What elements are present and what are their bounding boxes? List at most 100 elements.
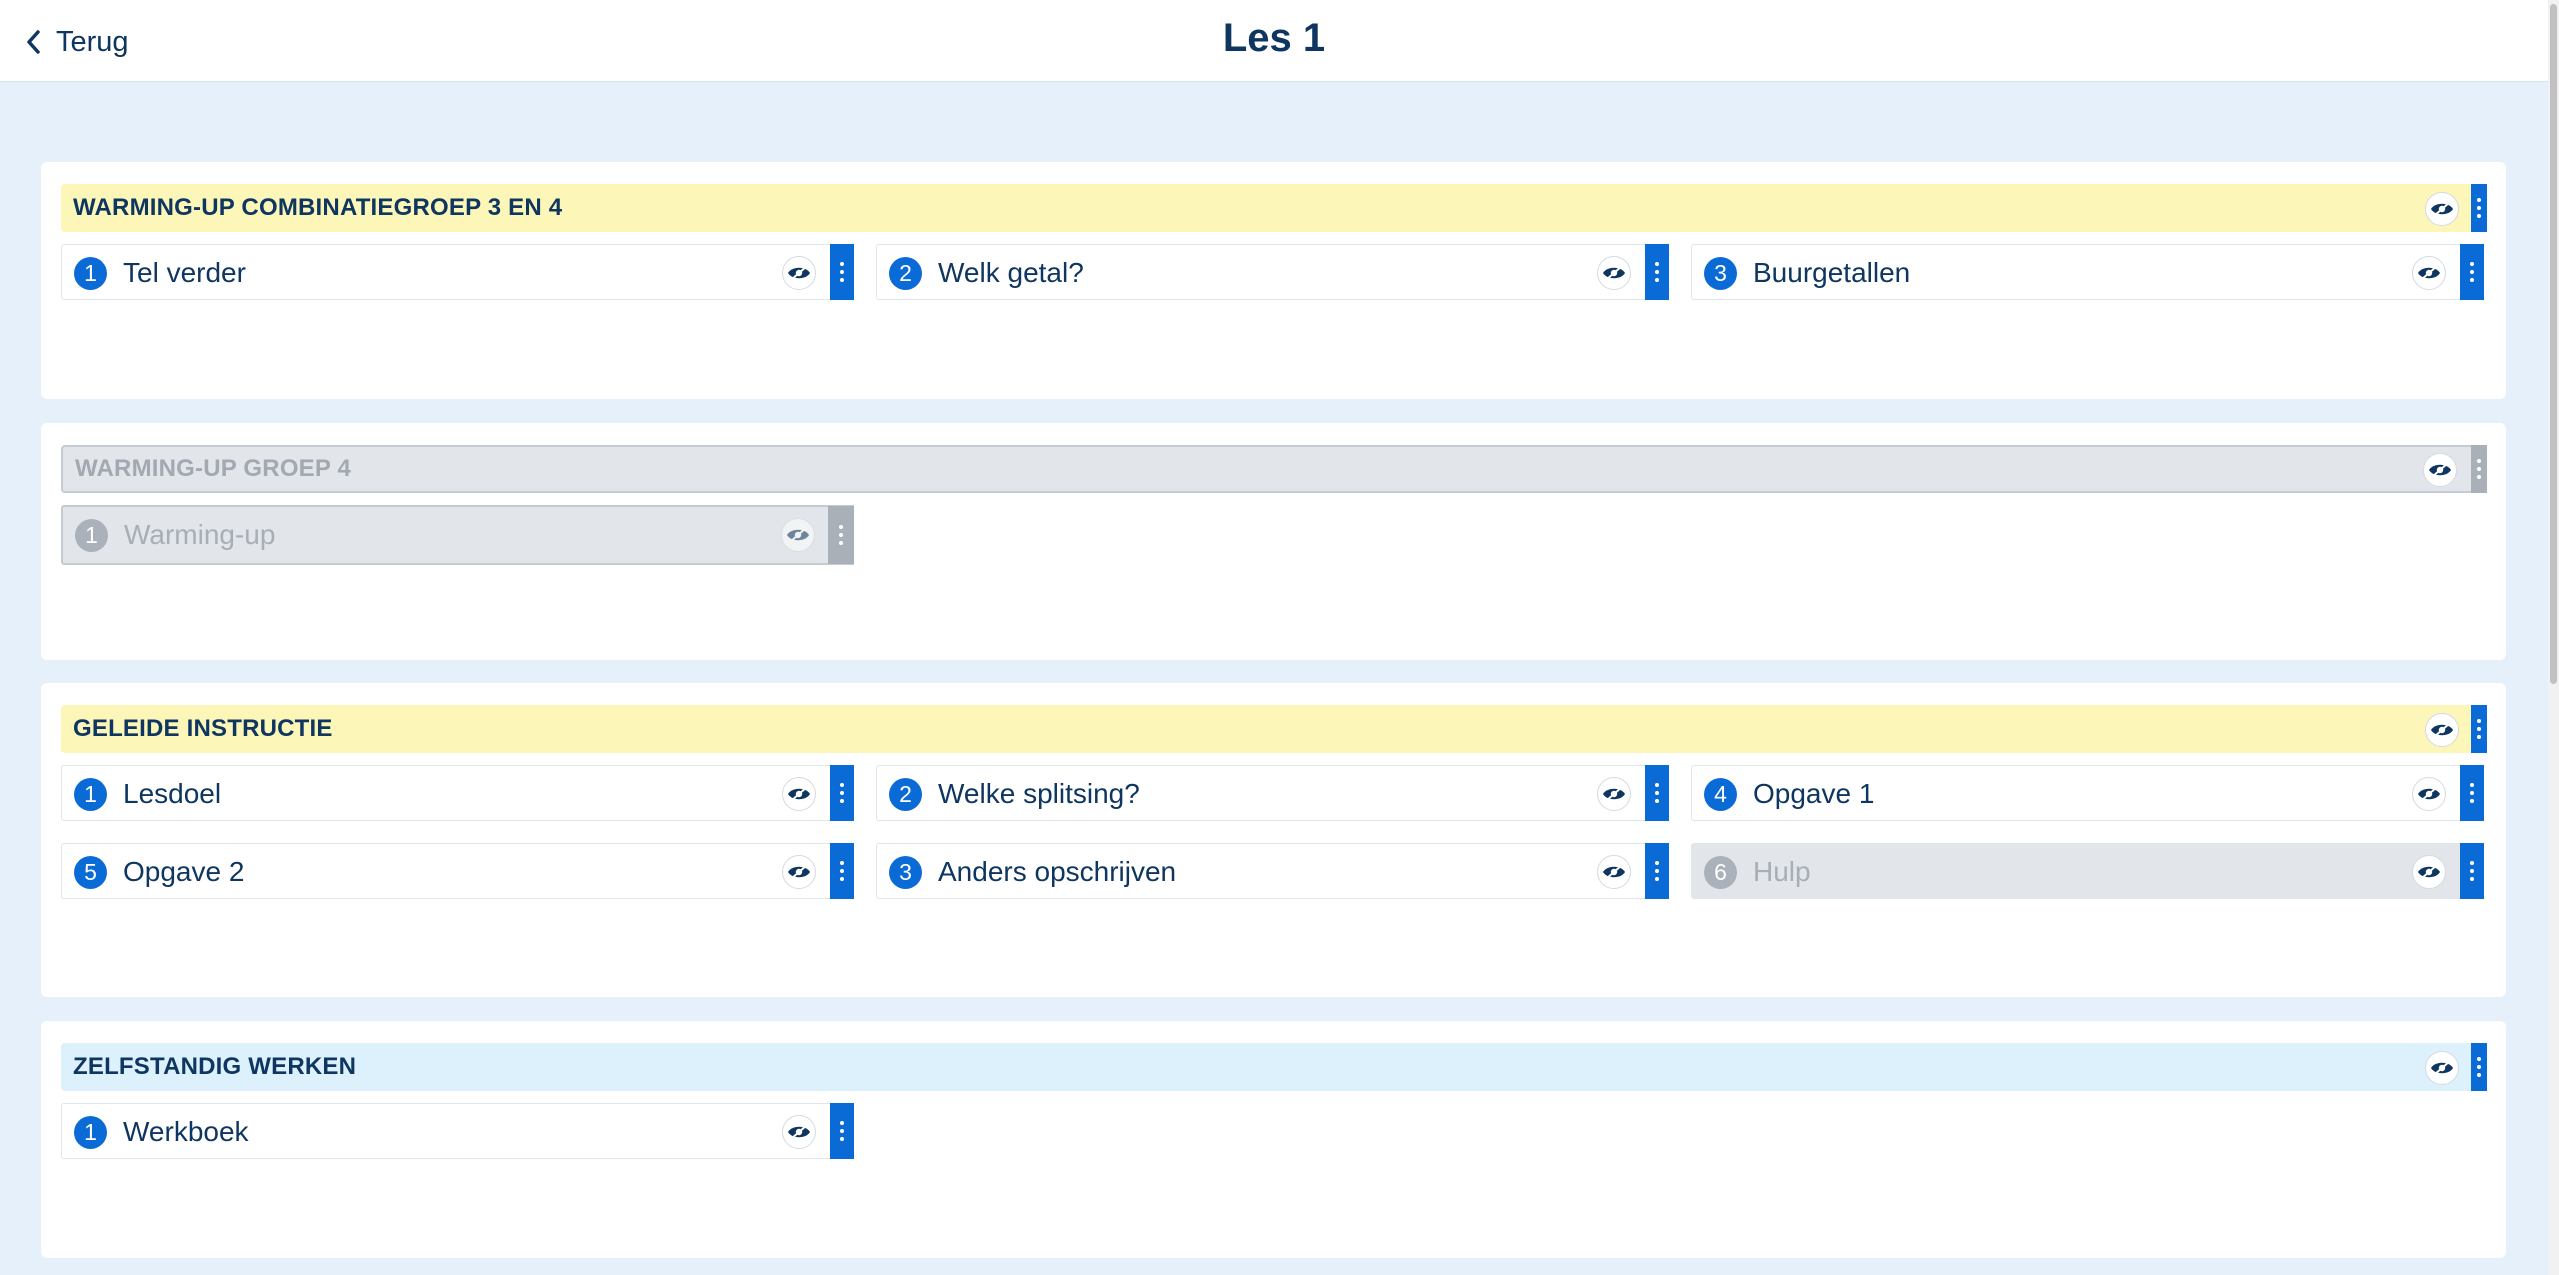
visibility-toggle[interactable] <box>782 256 816 290</box>
card-number: 1 <box>74 778 107 811</box>
visibility-toggle[interactable] <box>781 518 815 552</box>
visibility-toggle[interactable] <box>1597 855 1631 889</box>
section-header[interactable]: ZELFSTANDIG WERKEN <box>61 1043 2487 1091</box>
card-number: 2 <box>889 257 922 290</box>
kebab-menu-icon <box>1655 783 1659 787</box>
card-title: Werkboek <box>123 1116 249 1147</box>
card-menu-button[interactable] <box>828 506 854 564</box>
card-title: Opgave 1 <box>1753 778 1875 809</box>
section-menu-button[interactable] <box>2471 1043 2487 1091</box>
card-welk-getal[interactable]: 2 Welk getal? <box>876 244 1669 300</box>
eye-slash-icon <box>2418 786 2440 802</box>
section-title: WARMING-UP COMBINATIEGROEP 3 EN 4 <box>73 194 563 221</box>
eye-slash-icon <box>1603 265 1625 281</box>
card-title: Anders opschrijven <box>938 856 1177 887</box>
section-zelfstandig-werken: ZELFSTANDIG WERKEN 1 Werkboek <box>41 1021 2506 1258</box>
card-number: 1 <box>75 519 108 552</box>
section-header[interactable]: WARMING-UP GROEP 4 <box>61 445 2487 493</box>
card-menu-button[interactable] <box>2460 843 2484 899</box>
visibility-toggle[interactable] <box>782 777 816 811</box>
kebab-menu-icon <box>2477 459 2481 463</box>
chevron-left-icon <box>27 30 40 54</box>
card-anders-opschrijven[interactable]: 3 Anders opschrijven <box>876 843 1669 899</box>
eye-slash-icon <box>1603 864 1625 880</box>
kebab-menu-icon <box>840 783 844 787</box>
card-title: Opgave 2 <box>123 856 245 887</box>
visibility-toggle[interactable] <box>782 855 816 889</box>
kebab-menu-icon <box>1655 861 1659 865</box>
kebab-menu-icon <box>2477 1057 2481 1061</box>
card-menu-button[interactable] <box>1645 244 1669 300</box>
card-number: 4 <box>1704 778 1737 811</box>
visibility-toggle[interactable] <box>2412 256 2446 290</box>
card-title: Warming-up <box>124 519 276 550</box>
card-menu-button[interactable] <box>830 244 854 300</box>
visibility-toggle[interactable] <box>2425 713 2459 747</box>
eye-slash-icon <box>2431 1060 2453 1076</box>
back-label: Terug <box>56 25 129 58</box>
eye-slash-icon <box>2429 462 2451 478</box>
visibility-toggle[interactable] <box>1597 256 1631 290</box>
card-number: 3 <box>1704 257 1737 290</box>
section-warming-up-combinatiegroep: WARMING-UP COMBINATIEGROEP 3 EN 4 1 Tel … <box>41 162 2506 399</box>
visibility-toggle[interactable] <box>782 1115 816 1149</box>
card-lesdoel[interactable]: 1 Lesdoel <box>61 765 854 821</box>
back-button[interactable]: Terug <box>24 22 129 62</box>
kebab-menu-icon <box>2477 198 2481 202</box>
section-header[interactable]: WARMING-UP COMBINATIEGROEP 3 EN 4 <box>61 184 2487 232</box>
visibility-toggle[interactable] <box>2425 1051 2459 1085</box>
kebab-menu-icon <box>2470 262 2474 266</box>
card-menu-button[interactable] <box>830 765 854 821</box>
card-welke-splitsing[interactable]: 2 Welke splitsing? <box>876 765 1669 821</box>
section-header[interactable]: GELEIDE INSTRUCTIE <box>61 705 2487 753</box>
card-menu-button[interactable] <box>2460 244 2484 300</box>
card-menu-button[interactable] <box>1645 843 1669 899</box>
kebab-menu-icon <box>2470 861 2474 865</box>
card-number: 5 <box>74 856 107 889</box>
card-number: 3 <box>889 856 922 889</box>
section-menu-button[interactable] <box>2471 705 2487 753</box>
card-tel-verder[interactable]: 1 Tel verder <box>61 244 854 300</box>
card-menu-button[interactable] <box>1645 765 1669 821</box>
section-menu-button[interactable] <box>2471 184 2487 232</box>
card-title: Tel verder <box>123 257 246 288</box>
page-title: Les 1 <box>1222 16 1326 60</box>
kebab-menu-icon <box>840 1121 844 1125</box>
eye-slash-icon <box>788 786 810 802</box>
eye-slash-icon <box>788 1124 810 1140</box>
card-warming-up[interactable]: 1 Warming-up <box>61 505 854 565</box>
section-title: ZELFSTANDIG WERKEN <box>73 1053 357 1080</box>
eye-slash-icon <box>2431 201 2453 217</box>
kebab-menu-icon <box>839 525 843 529</box>
scrollbar-thumb[interactable] <box>2550 4 2557 684</box>
kebab-menu-icon <box>1655 262 1659 266</box>
card-werkboek[interactable]: 1 Werkboek <box>61 1103 854 1159</box>
card-hulp[interactable]: 6 Hulp <box>1691 843 2484 899</box>
card-title: Buurgetallen <box>1753 257 1911 288</box>
section-menu-button[interactable] <box>2471 445 2487 493</box>
card-title: Lesdoel <box>123 778 222 809</box>
visibility-toggle[interactable] <box>1597 777 1631 811</box>
card-number: 1 <box>74 257 107 290</box>
card-buurgetallen[interactable]: 3 Buurgetallen <box>1691 244 2484 300</box>
card-opgave-2[interactable]: 5 Opgave 2 <box>61 843 854 899</box>
visibility-toggle[interactable] <box>2412 855 2446 889</box>
card-menu-button[interactable] <box>2460 765 2484 821</box>
eye-slash-icon <box>2418 864 2440 880</box>
card-menu-button[interactable] <box>830 1103 854 1159</box>
card-title: Welke splitsing? <box>938 778 1140 809</box>
card-menu-button[interactable] <box>830 843 854 899</box>
section-warming-up-groep-4: WARMING-UP GROEP 4 1 Warming-up <box>41 423 2506 660</box>
kebab-menu-icon <box>2477 719 2481 723</box>
top-bar: Terug Les 1 <box>0 0 2548 82</box>
card-number: 2 <box>889 778 922 811</box>
section-title: WARMING-UP GROEP 4 <box>75 455 352 482</box>
card-opgave-1[interactable]: 4 Opgave 1 <box>1691 765 2484 821</box>
visibility-toggle[interactable] <box>2425 192 2459 226</box>
visibility-toggle[interactable] <box>2423 453 2457 487</box>
card-title: Welk getal? <box>938 257 1084 288</box>
eye-slash-icon <box>2431 722 2453 738</box>
kebab-menu-icon <box>840 262 844 266</box>
page-scrollbar[interactable] <box>2548 0 2559 1275</box>
visibility-toggle[interactable] <box>2412 777 2446 811</box>
